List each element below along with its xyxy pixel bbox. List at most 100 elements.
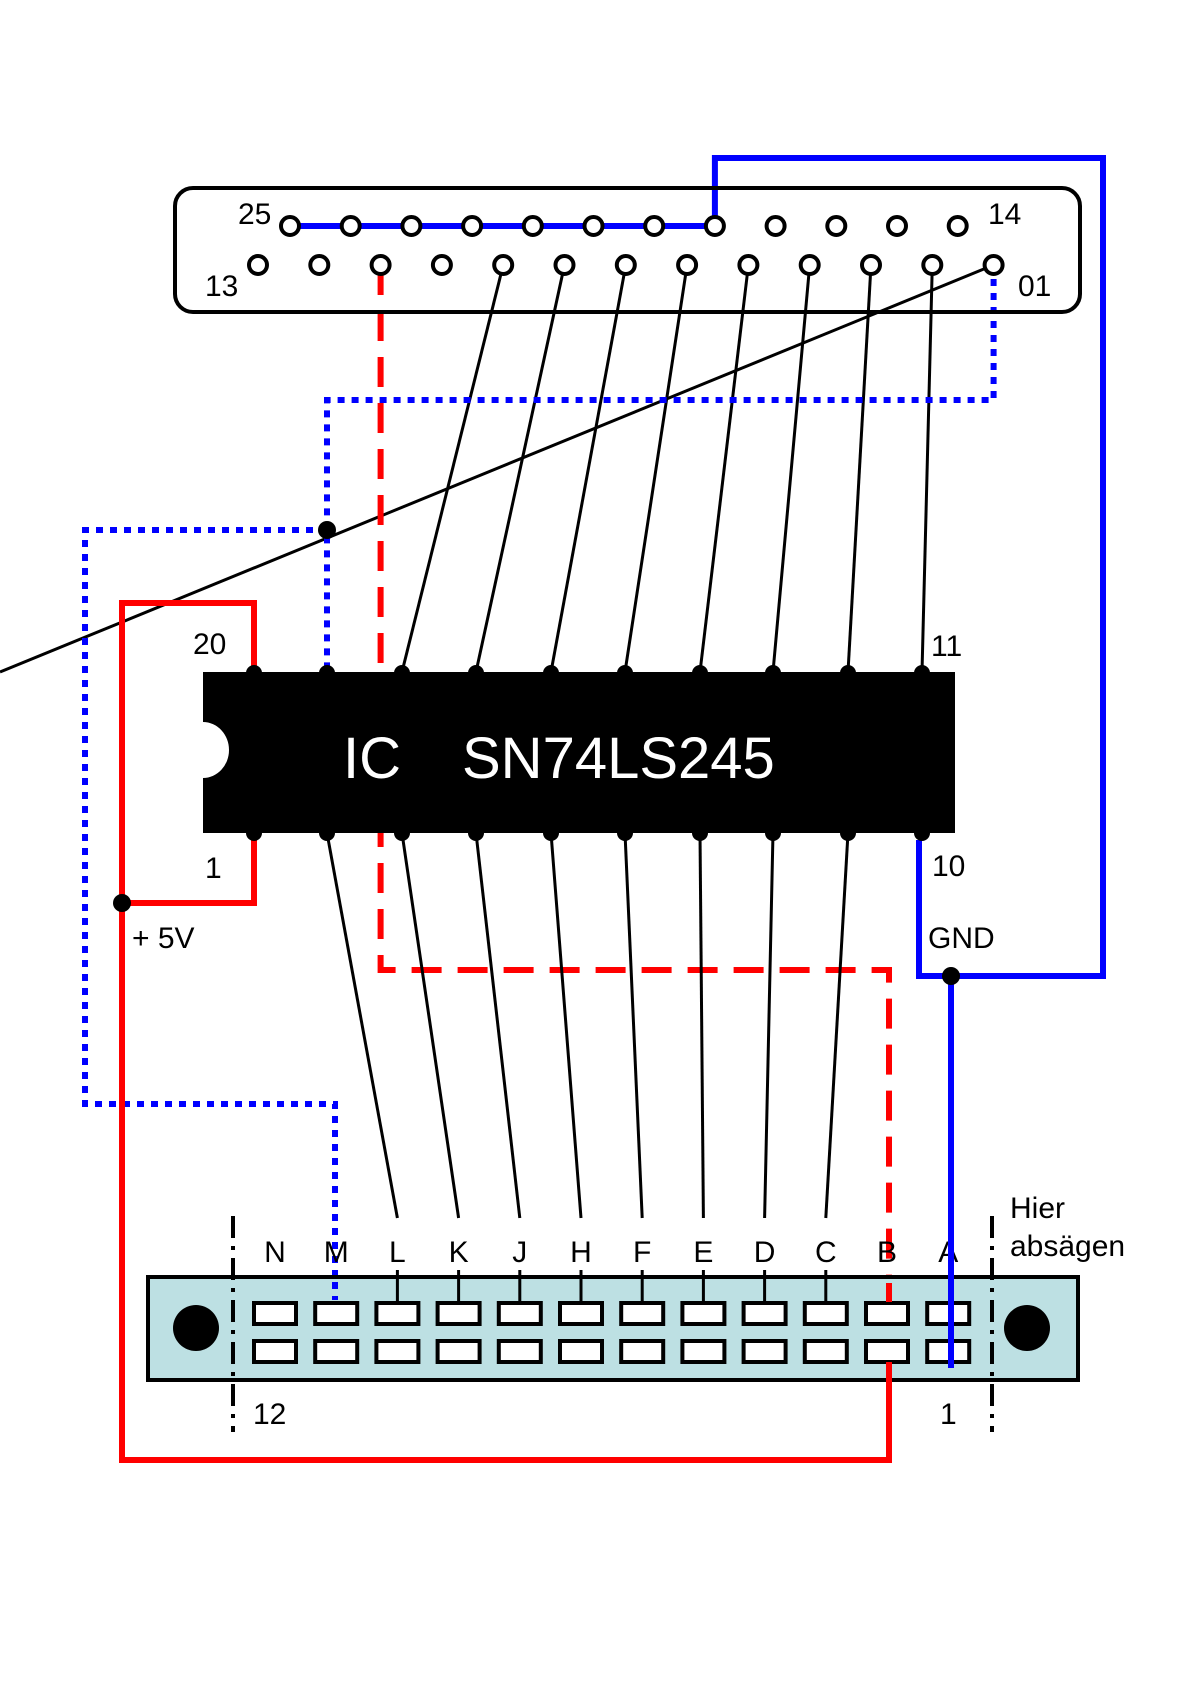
ic-pin-bottom	[840, 825, 856, 841]
ic-pin-1-label: 1	[205, 852, 222, 885]
ic-pin-11-label: 11	[931, 630, 962, 663]
junction-dot	[113, 894, 131, 912]
edge-pad-top	[802, 1301, 849, 1326]
ic-pin-top	[765, 665, 781, 681]
edge-letter: K	[449, 1236, 469, 1269]
db25-label-14: 14	[988, 198, 1021, 231]
db25-pin	[400, 215, 423, 237]
db25-pin	[860, 254, 882, 276]
db25-pin	[339, 215, 362, 237]
ic-part-number: SN74LS245	[462, 726, 775, 791]
db25-pin	[921, 254, 944, 276]
cut-here-label-1: Hier	[1010, 1192, 1065, 1225]
edge-pad-bottom	[374, 1339, 421, 1364]
wire-data-bottom	[549, 832, 583, 1219]
wire-data-bottom	[623, 832, 644, 1219]
ic-pin-top	[319, 665, 335, 681]
db25-pin	[308, 254, 331, 276]
mount-hole-left	[173, 1305, 219, 1351]
edge-pad-top	[435, 1301, 482, 1326]
edge-pad-top	[619, 1301, 666, 1326]
edge-letter: C	[815, 1236, 837, 1269]
edge-pad-top	[741, 1301, 788, 1326]
wire-data-top	[474, 264, 566, 673]
db25-pin	[886, 215, 908, 237]
edge-pad-bottom	[680, 1339, 727, 1364]
edge-letter: J	[512, 1236, 527, 1269]
db25-pin	[798, 254, 821, 276]
ic-pin-bottom	[319, 825, 335, 841]
db25-pin	[764, 215, 787, 237]
db25-pins	[247, 215, 1005, 276]
edge-pad-bottom	[435, 1339, 482, 1364]
wire-5v-pin1	[122, 833, 257, 906]
edge-pad-top	[864, 1301, 910, 1326]
gnd-label: GND	[928, 922, 995, 955]
edge-letter: N	[264, 1236, 286, 1269]
edge-letter: E	[693, 1236, 713, 1269]
wire-data-top	[920, 264, 934, 673]
edge-pad-top	[313, 1301, 360, 1326]
edge-pad-bottom	[496, 1339, 543, 1364]
wire-data-top	[623, 264, 689, 673]
db25-pin	[521, 215, 544, 237]
ic-sn74ls245: IC SN74LS245	[203, 665, 955, 841]
wire-red-dashed	[377, 265, 892, 1305]
mount-hole-right	[1004, 1305, 1050, 1351]
ic-pin-bottom	[617, 825, 633, 841]
edge-pad-bottom	[619, 1339, 666, 1364]
ic-label-prefix: IC	[343, 726, 401, 791]
wire-data-top	[771, 264, 812, 673]
edge-pad-bottom	[802, 1339, 849, 1364]
edge-pad-bottom	[741, 1339, 788, 1364]
ic-pin-bottom	[692, 825, 708, 841]
ic-pin-bottom	[468, 825, 484, 841]
wire-data-bottom	[474, 832, 522, 1219]
db25-pin	[676, 254, 699, 276]
plus-5v-label: + 5V	[132, 922, 195, 955]
wire-gnd-bus	[290, 155, 1106, 979]
ic-pin-top	[543, 665, 559, 681]
edge-pad-bottom	[252, 1339, 298, 1364]
db25-pin	[643, 215, 666, 237]
db25-pin	[553, 254, 576, 276]
db25-label-13: 13	[205, 270, 238, 303]
ic-pin-10-label: 10	[932, 850, 965, 883]
edge-letter: L	[389, 1236, 406, 1269]
db25-label-25: 25	[238, 198, 271, 231]
db25-pin	[492, 254, 515, 276]
edge-letter: F	[633, 1236, 651, 1269]
ic-pin-20-label: 20	[193, 628, 226, 661]
ic-pin-top	[692, 665, 708, 681]
db25-connector	[173, 186, 1082, 314]
edge-pad-top	[680, 1301, 727, 1326]
db25-pin	[279, 215, 301, 237]
edge-letter: M	[324, 1236, 349, 1269]
wire-data-top	[846, 264, 873, 673]
edge-pad-bottom	[558, 1339, 604, 1364]
edge-pin-1-label: 1	[940, 1398, 957, 1431]
ic-pin-bottom	[394, 825, 410, 841]
wire-data-top	[549, 264, 628, 673]
db25-pin	[430, 254, 453, 276]
ic-pin-top	[914, 665, 930, 681]
wire-data-bottom	[763, 832, 775, 1219]
db25-pin	[461, 215, 484, 237]
ic-pin-top	[246, 665, 262, 681]
wire-data-bottom	[698, 832, 705, 1219]
junction-dot	[942, 967, 960, 985]
db25-pin	[946, 215, 969, 237]
edge-pin-12-label: 12	[253, 1398, 286, 1431]
edge-letter: B	[877, 1236, 897, 1269]
edge-pad-bottom	[313, 1339, 360, 1364]
ic-pin-bottom	[914, 825, 930, 841]
db25-pin	[247, 254, 269, 276]
ic-pin-bottom	[543, 825, 559, 841]
edge-pad-top	[374, 1301, 421, 1326]
wire-data-bottom	[824, 832, 850, 1219]
edge-pad-top	[558, 1301, 604, 1326]
edge-letter: D	[754, 1236, 776, 1269]
db25-pin	[737, 254, 760, 276]
db25-pin	[825, 215, 848, 237]
